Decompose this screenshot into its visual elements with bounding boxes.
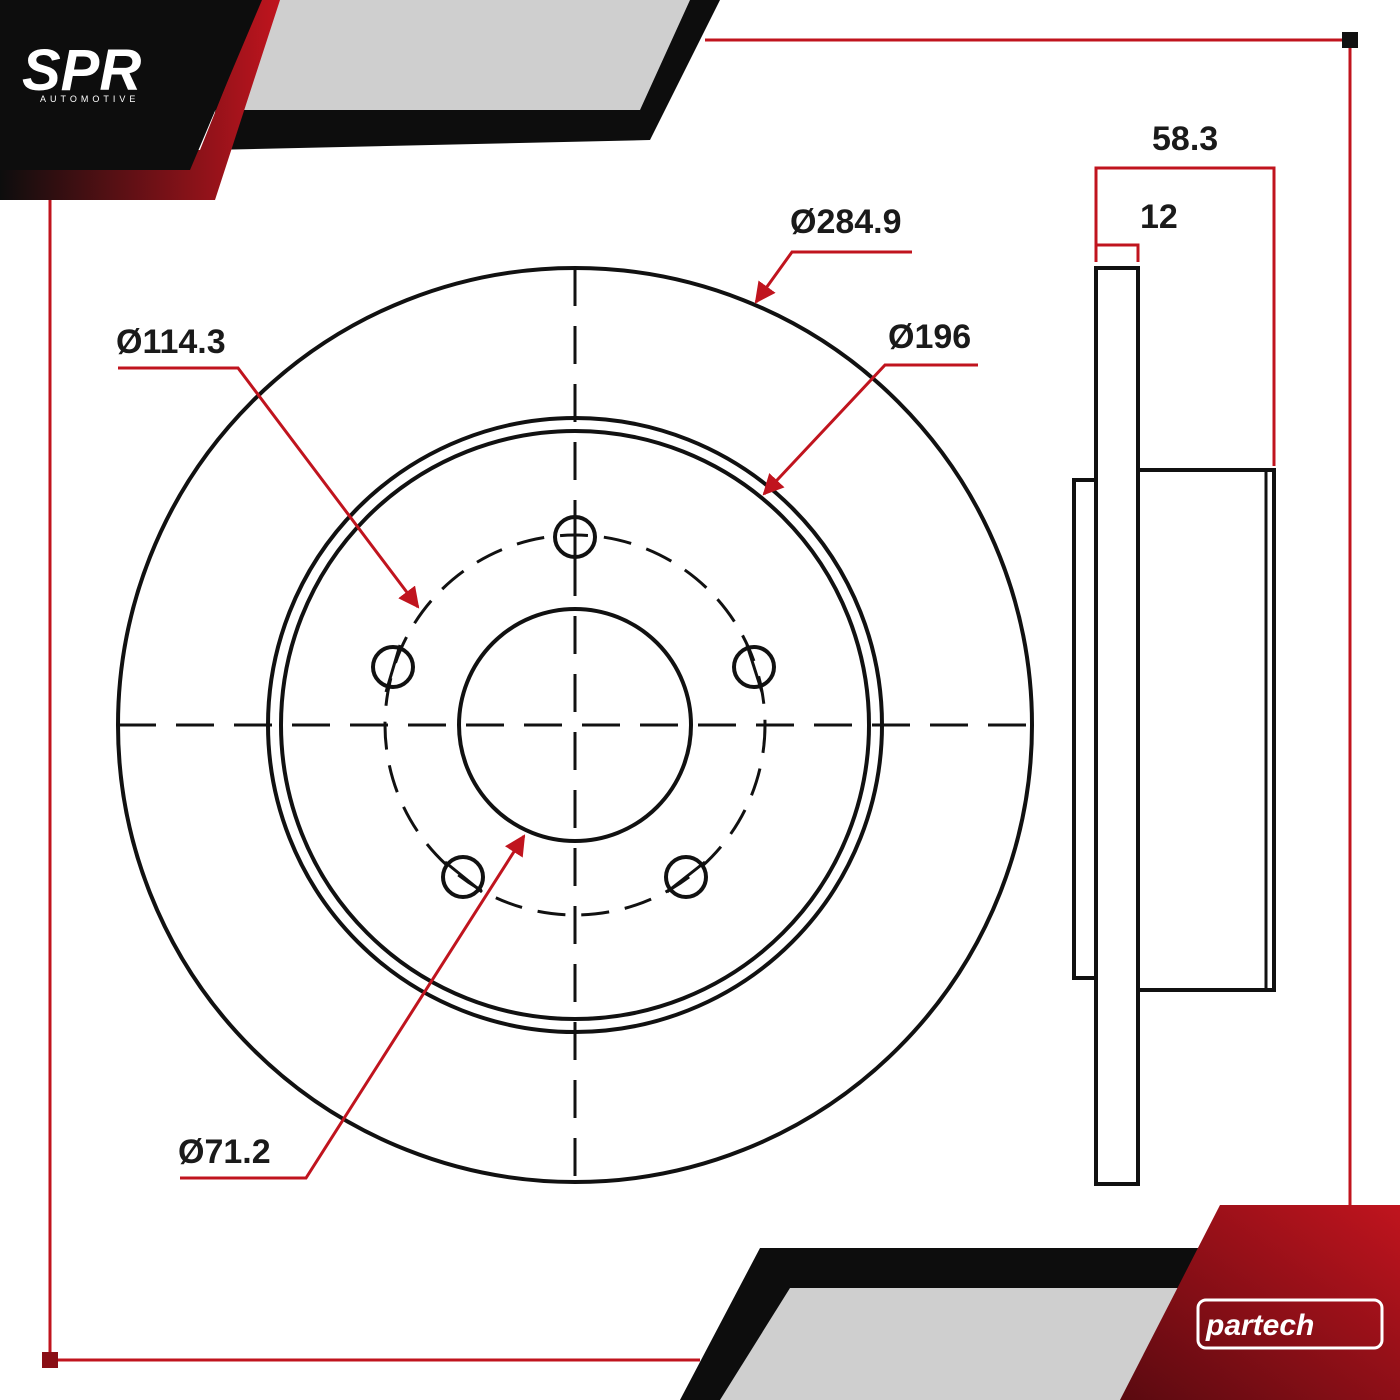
partech-logo-background bbox=[1120, 1205, 1400, 1400]
disc-section bbox=[1094, 266, 1140, 1186]
top-banner: SPR AUTOMOTIVE bbox=[0, 0, 720, 200]
overall-height-bracket bbox=[1094, 166, 1276, 466]
spr-logo-subtext: AUTOMOTIVE bbox=[40, 94, 139, 104]
bottom-banner: partech bbox=[680, 1205, 1400, 1400]
disc-thickness-label: 12 bbox=[1140, 198, 1178, 236]
lug-hole-tick bbox=[666, 860, 706, 894]
lug-hole bbox=[371, 645, 415, 689]
lug-holes bbox=[371, 515, 776, 899]
disc-thickness-bracket bbox=[1096, 243, 1140, 262]
logo-background bbox=[0, 0, 262, 170]
lug-hole-tick bbox=[384, 644, 402, 693]
center-bore-label: Ø71.2 bbox=[178, 1133, 271, 1171]
overall-height-label: 58.3 bbox=[1152, 120, 1218, 158]
frame-corner-marker-bottom bbox=[42, 1352, 58, 1368]
lug-hole-tick bbox=[444, 860, 483, 894]
rotor-front-view bbox=[116, 266, 1034, 1184]
center-bore bbox=[457, 607, 693, 843]
top-banner-grey bbox=[240, 0, 690, 110]
frame-corner-marker-top bbox=[1342, 32, 1358, 48]
side-dimension-lines bbox=[1094, 166, 1276, 466]
leader-hat-diameter bbox=[762, 363, 978, 496]
hat-diameter-label: Ø196 bbox=[888, 318, 971, 356]
lug-hole bbox=[441, 855, 485, 899]
leader-center-bore bbox=[180, 834, 526, 1180]
leader-lines bbox=[118, 250, 978, 1180]
hat-section bbox=[1136, 468, 1276, 992]
lug-hole bbox=[664, 855, 708, 899]
leader-outer-diameter bbox=[754, 250, 912, 304]
lug-hole-tick bbox=[745, 644, 764, 693]
lug-hole bbox=[732, 645, 776, 689]
frame-lines bbox=[48, 38, 1352, 1362]
partech-logo-text: partech bbox=[1205, 1309, 1314, 1342]
hat-inner-edge bbox=[279, 429, 871, 1021]
leader-bolt-circle bbox=[118, 366, 420, 609]
spr-logo-text: SPR bbox=[22, 38, 141, 103]
hub-face-section bbox=[1072, 478, 1098, 980]
bolt-circle-label: Ø114.3 bbox=[116, 323, 226, 361]
rotor-side-view bbox=[1072, 266, 1276, 1186]
lug-hole-ticks bbox=[384, 512, 764, 894]
outer-diameter-label: Ø284.9 bbox=[790, 203, 902, 241]
partech-logo-frame bbox=[1196, 1298, 1384, 1350]
